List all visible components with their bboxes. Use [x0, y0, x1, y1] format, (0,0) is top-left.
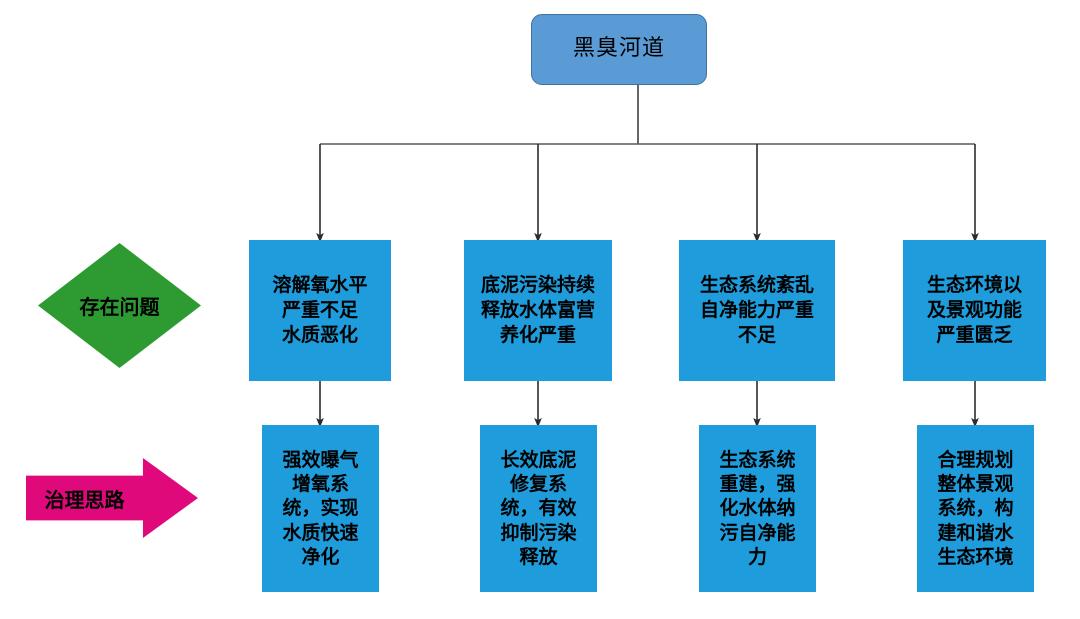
problem-box-2-label: 底泥污染持续 释放水体富营 养化严重	[480, 273, 595, 347]
root-node[interactable]: 黑臭河道	[531, 14, 707, 85]
row-label-problems-text: 存在问题	[79, 295, 160, 319]
problem-box-4-label: 生态环境以 及景观功能 严重匮乏	[926, 273, 1022, 347]
problem-box-3-label: 生态系统紊乱 自净能力严重 不足	[699, 273, 814, 347]
solution-box-1-label: 强效曝气 增氧系 统，实现 水质快速 净化	[282, 448, 359, 568]
problem-box-4[interactable]: 生态环境以 及景观功能 严重匮乏	[903, 240, 1046, 381]
solution-box-3[interactable]: 生态系统 重建，强 化水体纳 污自净能 力	[699, 425, 816, 592]
row-label-solutions[interactable]: 治理思路	[26, 458, 198, 538]
root-node-label: 黑臭河道	[572, 36, 665, 62]
problem-box-3[interactable]: 生态系统紊乱 自净能力严重 不足	[679, 240, 835, 381]
solution-box-3-label: 生态系统 重建，强 化水体纳 污自净能 力	[719, 448, 796, 568]
solution-box-4[interactable]: 合理规划 整体景观 系统，构 建和谐水 生态环境	[917, 425, 1034, 592]
problem-box-2[interactable]: 底泥污染持续 释放水体富营 养化严重	[464, 240, 612, 381]
row-label-problems[interactable]: 存在问题	[38, 243, 201, 368]
problem-box-1[interactable]: 溶解氧水平 严重不足 水质恶化	[249, 240, 391, 381]
solution-box-4-label: 合理规划 整体景观 系统，构 建和谐水 生态环境	[937, 448, 1014, 568]
row-label-solutions-text: 治理思路	[44, 487, 125, 512]
problem-box-1-label: 溶解氧水平 严重不足 水质恶化	[272, 273, 368, 347]
solution-box-2[interactable]: 长效底泥 修复系 统，有效 抑制污染 释放	[480, 425, 597, 592]
solution-box-2-label: 长效底泥 修复系 统，有效 抑制污染 释放	[500, 448, 577, 568]
solution-box-1[interactable]: 强效曝气 增氧系 统，实现 水质快速 净化	[262, 425, 379, 592]
